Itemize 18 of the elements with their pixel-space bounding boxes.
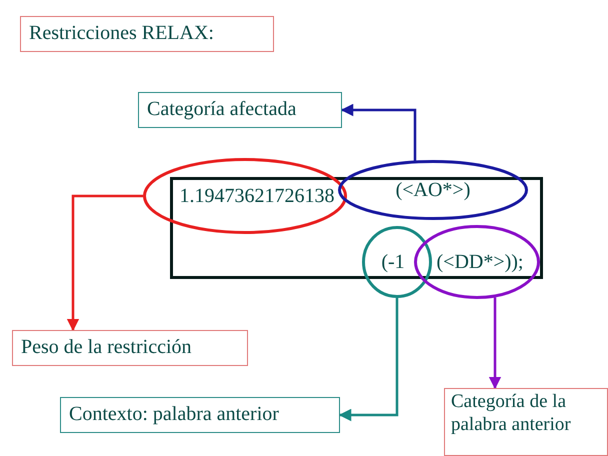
highlight-ellipse [362,226,432,298]
code-text: (<AO*>) [396,178,470,202]
highlight-ellipse [143,158,347,234]
code-text: 1.19473621726138 [180,184,334,208]
arrow [338,298,398,422]
label-box: Restricciones RELAX: [20,16,274,52]
label-box: Categoría afectada [138,92,342,128]
arrow [340,104,416,161]
label-box: Contexto: palabra anterior [60,397,340,433]
code-text: (<DD*>)); [436,250,524,274]
arrow [66,194,143,332]
arrow [488,297,502,390]
code-box [170,177,543,279]
code-text: (-1 [381,250,405,274]
highlight-ellipse [338,160,528,220]
label-box: Peso de la restricción [12,330,248,366]
highlight-ellipse [414,225,540,299]
label-box: Categoría de la palabra anterior [444,388,608,456]
